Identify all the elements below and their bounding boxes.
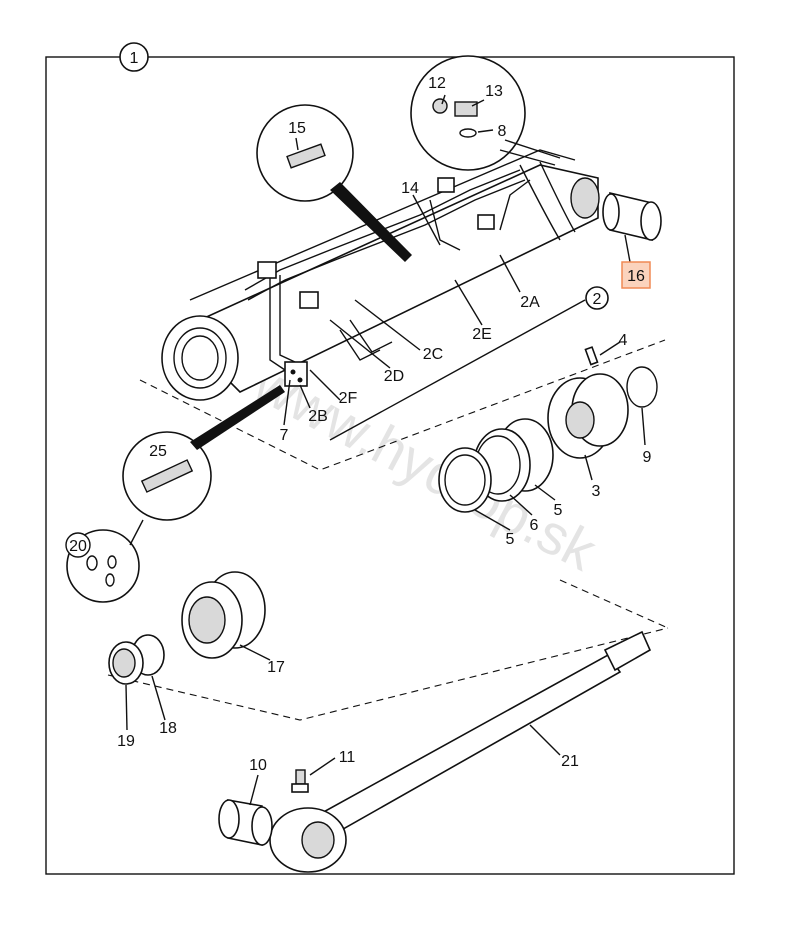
callout-2A: 2A	[520, 294, 540, 311]
guide-line-upper	[139, 339, 666, 471]
guide-line-rod	[559, 579, 669, 629]
callout-17: 17	[267, 659, 285, 676]
detail-circle-valve-15	[256, 104, 412, 262]
callout-15: 15	[288, 120, 306, 137]
part-11-grease-nipple	[291, 769, 309, 793]
cylinder-barrel	[161, 149, 600, 401]
callout-7: 7	[280, 427, 289, 444]
group-marker-text: 1	[130, 50, 139, 67]
detail-circle-fitting	[410, 55, 561, 171]
part-9-o-ring	[626, 366, 658, 408]
diagram-frame	[45, 56, 735, 875]
part-19-wiper	[108, 641, 144, 685]
callout-2D: 2D	[384, 368, 404, 385]
part-4-pin	[584, 346, 599, 366]
callout-5-right: 5	[554, 502, 563, 519]
callout-14: 14	[401, 180, 419, 197]
callout-2F: 2F	[339, 390, 358, 407]
callout-20: 20	[69, 538, 87, 555]
callout-13: 13	[485, 83, 503, 100]
subgroup-marker-2: 2	[585, 286, 609, 310]
callout-12: 12	[428, 75, 446, 92]
callout-2C: 2C	[423, 346, 443, 363]
part-16-bushing	[602, 191, 662, 242]
callout-16: 16	[627, 268, 645, 285]
callout-10: 10	[249, 757, 267, 774]
callout-labels: 12 13 8 15 14 16 2A 2E 2C 2D 2F 2B 7 25 …	[65, 75, 652, 774]
callout-4: 4	[619, 332, 628, 349]
part-21-piston-rod	[269, 630, 652, 873]
callout-20-circle: 20	[65, 532, 91, 558]
part-10-bushing	[218, 799, 273, 846]
callout-2B: 2B	[308, 408, 328, 425]
subgroup-marker-text: 2	[593, 291, 602, 308]
subgroup-line	[329, 299, 586, 441]
guide-line-lower	[107, 627, 669, 721]
part-5-wear-ring	[438, 447, 492, 513]
callout-18: 18	[159, 720, 177, 737]
callout-5-left: 5	[506, 531, 515, 548]
part-3-piston	[547, 373, 629, 459]
callout-21: 21	[561, 753, 579, 770]
detail-circle-valve-25	[122, 385, 285, 521]
callout-25: 25	[149, 443, 167, 460]
part-17-gland	[181, 571, 266, 659]
callout-6: 6	[530, 517, 539, 534]
callout-2E: 2E	[472, 326, 492, 343]
detail-circle-seals-20	[66, 519, 144, 603]
callout-16-highlight	[621, 261, 651, 289]
callout-19: 19	[117, 733, 135, 750]
callout-9: 9	[643, 449, 652, 466]
part-5-wear-ring-inner	[444, 454, 486, 506]
group-marker-1: 1	[119, 42, 149, 72]
leader-lines	[125, 94, 646, 806]
tube-clamps	[257, 177, 495, 387]
callout-3: 3	[592, 483, 601, 500]
callout-11: 11	[339, 749, 356, 766]
callout-8: 8	[498, 123, 507, 140]
